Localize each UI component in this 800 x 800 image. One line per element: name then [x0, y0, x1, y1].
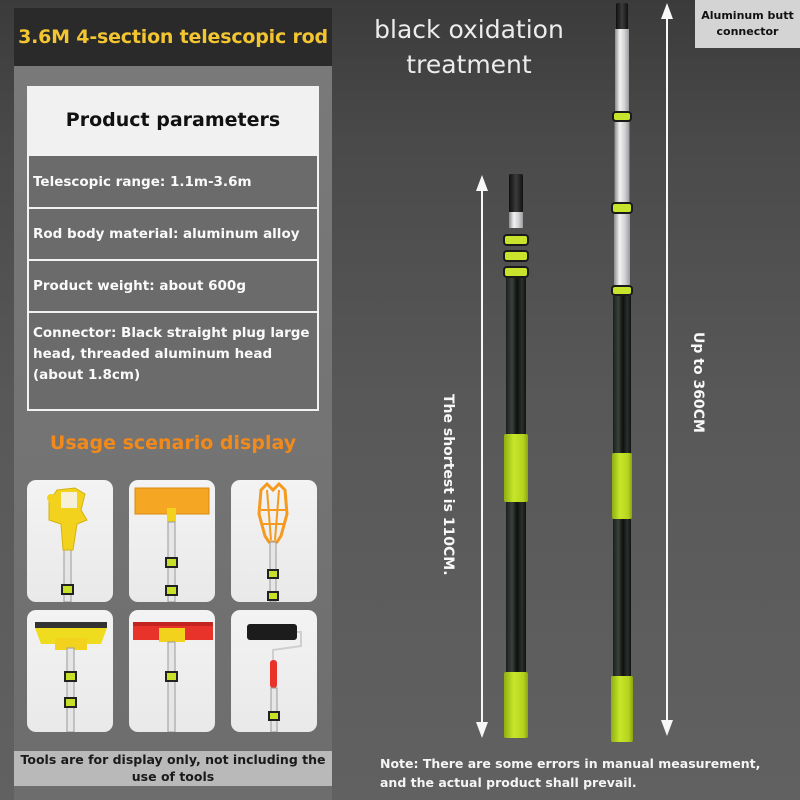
rod-silver-section — [614, 214, 630, 286]
param-row-material: Rod body material: aluminum alloy — [27, 209, 319, 261]
rod-end-cap — [504, 672, 528, 738]
shortest-measure-line — [481, 188, 483, 728]
rod-grip — [612, 453, 632, 519]
extended-rod-image — [602, 3, 642, 743]
rod-end-cap — [611, 676, 633, 742]
rod-silver-section — [615, 29, 629, 115]
usage-tile-red-squeegee — [129, 610, 215, 732]
paint-roller-icon — [247, 624, 302, 732]
usage-tile-window-cleaner — [27, 480, 113, 602]
usage-tile-paint-roller — [231, 610, 317, 732]
usage-tile-yellow-squeegee — [27, 610, 113, 732]
oxidation-label: black oxidation treatment — [374, 15, 564, 79]
measurement-note: Note: There are some errors in manual me… — [380, 756, 761, 790]
usage-disclaimer: Tools are for display only, not includin… — [14, 751, 332, 786]
title-bar: 3.6M 4-section telescopic rod — [14, 8, 332, 66]
param-row-connector: Connector: Black straight plug large hea… — [27, 313, 319, 411]
collapsed-rod-image — [496, 174, 536, 744]
rod-clamp — [503, 250, 529, 262]
longest-label: Up to 360CM — [690, 332, 706, 433]
connector-label: Aluminum butt connector — [695, 0, 800, 48]
parameters-heading: Product parameters — [27, 86, 319, 154]
param-row-telescopic-range: Telescopic range: 1.1m-3.6m — [27, 154, 319, 209]
longest-measure-line — [666, 16, 668, 726]
usage-tile-flat-mop — [129, 480, 215, 602]
rod-silver-section — [614, 122, 630, 204]
rod-plug-head — [616, 3, 628, 29]
red-squeegee-icon — [133, 622, 213, 732]
parameters-table: Product parameters Telescopic range: 1.1… — [27, 86, 319, 412]
arrow-down-icon — [661, 720, 673, 736]
rod-clamp — [503, 234, 529, 246]
arrow-up-icon — [476, 175, 488, 191]
product-title: 3.6M 4-section telescopic rod — [18, 26, 328, 48]
rod-clamp — [611, 285, 633, 296]
rod-clamp — [611, 202, 633, 214]
window-cleaner-icon — [47, 487, 88, 602]
rod-clamp — [503, 266, 529, 278]
usage-tile-fruit-picker — [231, 480, 317, 602]
param-row-weight: Product weight: about 600g — [27, 261, 319, 313]
arrow-up-icon — [661, 3, 673, 19]
fruit-picker-icon — [257, 481, 289, 602]
usage-title: Usage scenario display — [49, 432, 297, 454]
rod-clamp — [612, 111, 632, 122]
rod-aluminum-tip — [509, 212, 523, 228]
yellow-squeegee-icon — [35, 622, 107, 732]
rod-black-body — [506, 612, 526, 672]
arrow-down-icon — [476, 722, 488, 738]
rod-grip — [504, 434, 528, 502]
shortest-label: The shortest is 110CM. — [440, 394, 456, 576]
flat-mop-icon — [134, 487, 210, 602]
rod-plug-head — [509, 174, 523, 212]
